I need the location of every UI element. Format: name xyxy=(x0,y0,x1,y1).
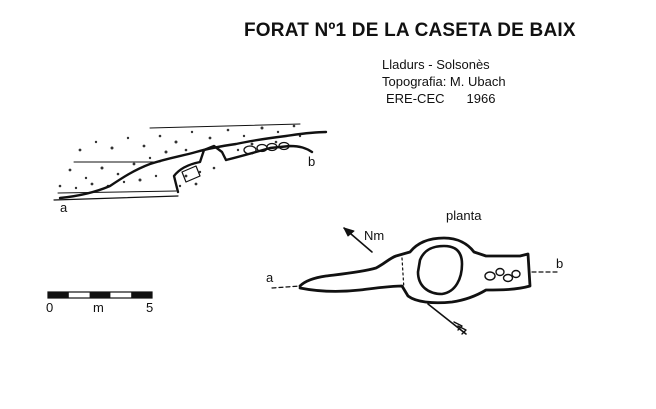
section-bedding-line xyxy=(149,123,301,129)
section-inner-fill xyxy=(181,165,201,183)
north-label: Nm xyxy=(364,228,385,243)
plan-pillar xyxy=(416,244,464,296)
section-label-b: b xyxy=(308,154,316,169)
north-arrow-tail-line xyxy=(427,303,467,335)
group-text: ERE-CEC xyxy=(386,91,445,106)
section-ground-line xyxy=(53,195,179,201)
scale-label-end: 5 xyxy=(146,300,154,315)
section-label-a: a xyxy=(60,200,68,215)
section-bedding-line xyxy=(57,190,177,194)
north-arrow-tail-feather xyxy=(453,321,463,331)
plan-boulder xyxy=(484,271,496,281)
plan-boulder xyxy=(502,273,514,283)
group-year-line: ERE-CEC 1966 xyxy=(382,90,506,107)
plan-title: planta xyxy=(446,208,482,223)
plan-label-a: a xyxy=(266,270,274,285)
plan-step-line xyxy=(401,257,405,291)
scale-bar xyxy=(47,291,153,299)
section-boulder xyxy=(278,141,290,151)
year-text: 1966 xyxy=(466,91,496,106)
section-floor-line xyxy=(172,144,314,194)
scale-label-unit: m xyxy=(93,300,104,315)
section-rock-stipple xyxy=(58,124,302,190)
plan-boulder xyxy=(511,269,521,279)
section-boulder xyxy=(243,145,257,155)
section-boulder xyxy=(266,142,278,152)
plan-axis-line xyxy=(271,285,301,289)
section-roof-line xyxy=(58,130,328,200)
location-text: Lladurs - Solsonès xyxy=(382,57,490,72)
scale-label-start: 0 xyxy=(46,300,54,315)
plan-outer-wall xyxy=(298,236,532,305)
plan-view xyxy=(271,227,561,335)
north-arrow-tail-feather xyxy=(457,325,467,335)
surveyor-text: Topografia: M. Ubach xyxy=(382,74,506,89)
plan-boulder xyxy=(495,267,505,277)
survey-info: Lladurs - Solsonès Topografia: M. Ubach … xyxy=(382,56,506,107)
north-arrow-head xyxy=(343,227,355,237)
plan-label-b: b xyxy=(556,256,564,271)
section-profile xyxy=(53,123,328,201)
survey-title: FORAT Nº1 DE LA CASETA DE BAIX xyxy=(244,20,576,41)
